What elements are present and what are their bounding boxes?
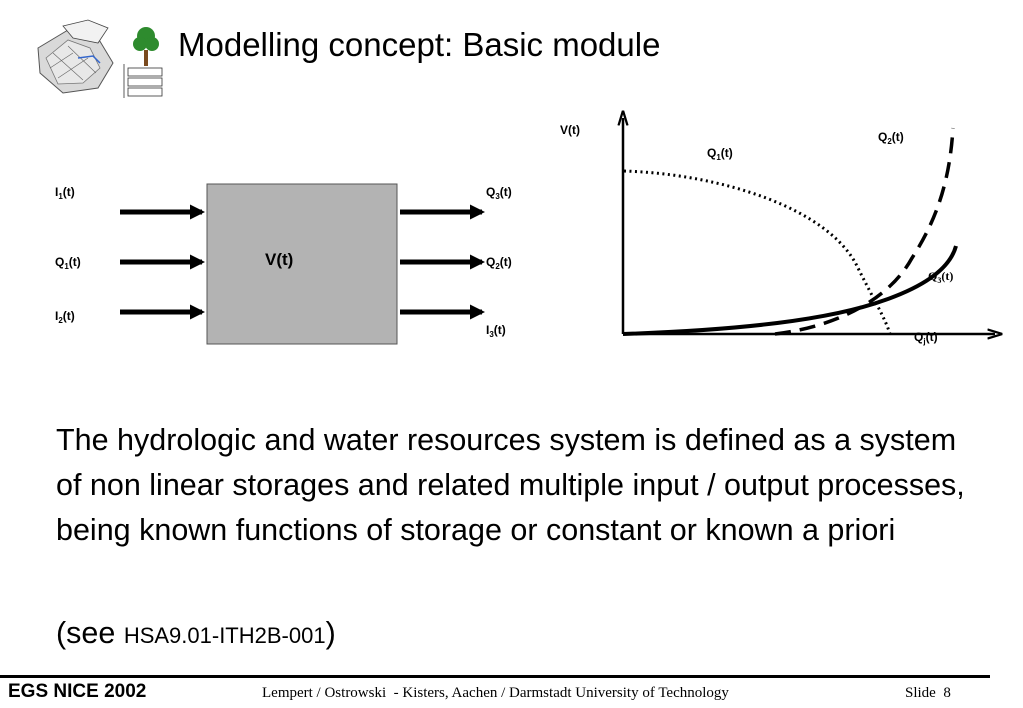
footer-divider — [0, 675, 990, 678]
output-label-2: Q2(t) — [486, 255, 512, 271]
storage-box-label: V(t) — [265, 250, 293, 269]
page-title: Modelling concept: Basic module — [178, 26, 661, 63]
basic-module-diagram: V(t) I1(t) Q1(t) I2(t) Q3(t) Q2(t) I3(t) — [55, 183, 512, 345]
reference-open: (see — [56, 616, 124, 650]
series-line-q2 — [774, 127, 955, 336]
series-label-q2: Q2(t) — [878, 130, 904, 146]
reference-line: (see HSA9.01-ITH2B-001) — [56, 616, 336, 651]
body-paragraph: The hydrologic and water resources syste… — [56, 423, 965, 547]
footer-event: EGS NICE 2002 — [8, 681, 147, 702]
storage-diagram-icon — [123, 64, 163, 98]
y-axis-label: V(t) — [560, 123, 580, 137]
x-axis-label: Qj(t) — [914, 330, 938, 346]
series-line-q3 — [622, 245, 958, 336]
input-label-1: I1(t) — [55, 185, 75, 201]
footer-authors: Lempert / Ostrowski - Kisters, Aachen / … — [262, 685, 729, 701]
series-label-q1: Q1(t) — [707, 146, 733, 162]
slide-number: Slide 8 — [905, 685, 951, 701]
input-label-2: Q1(t) — [55, 255, 81, 271]
landscape-logo-icon — [37, 19, 163, 98]
storage-box — [206, 183, 398, 345]
reference-id: HSA9.01-ITH2B-001 — [123, 623, 326, 648]
output-label-1: Q3(t) — [486, 185, 512, 201]
reference-close: ) — [325, 616, 336, 650]
series-label-q3: Q3(t) — [928, 269, 953, 285]
output-label-3: I3(t) — [486, 323, 506, 339]
storage-outflow-chart: V(t) Q1(t) Q2(t) Q3(t) Qj(t) — [560, 108, 1020, 346]
series-line-q1 — [623, 169, 892, 335]
tree-icon — [133, 27, 159, 66]
input-label-3: I2(t) — [55, 309, 75, 325]
